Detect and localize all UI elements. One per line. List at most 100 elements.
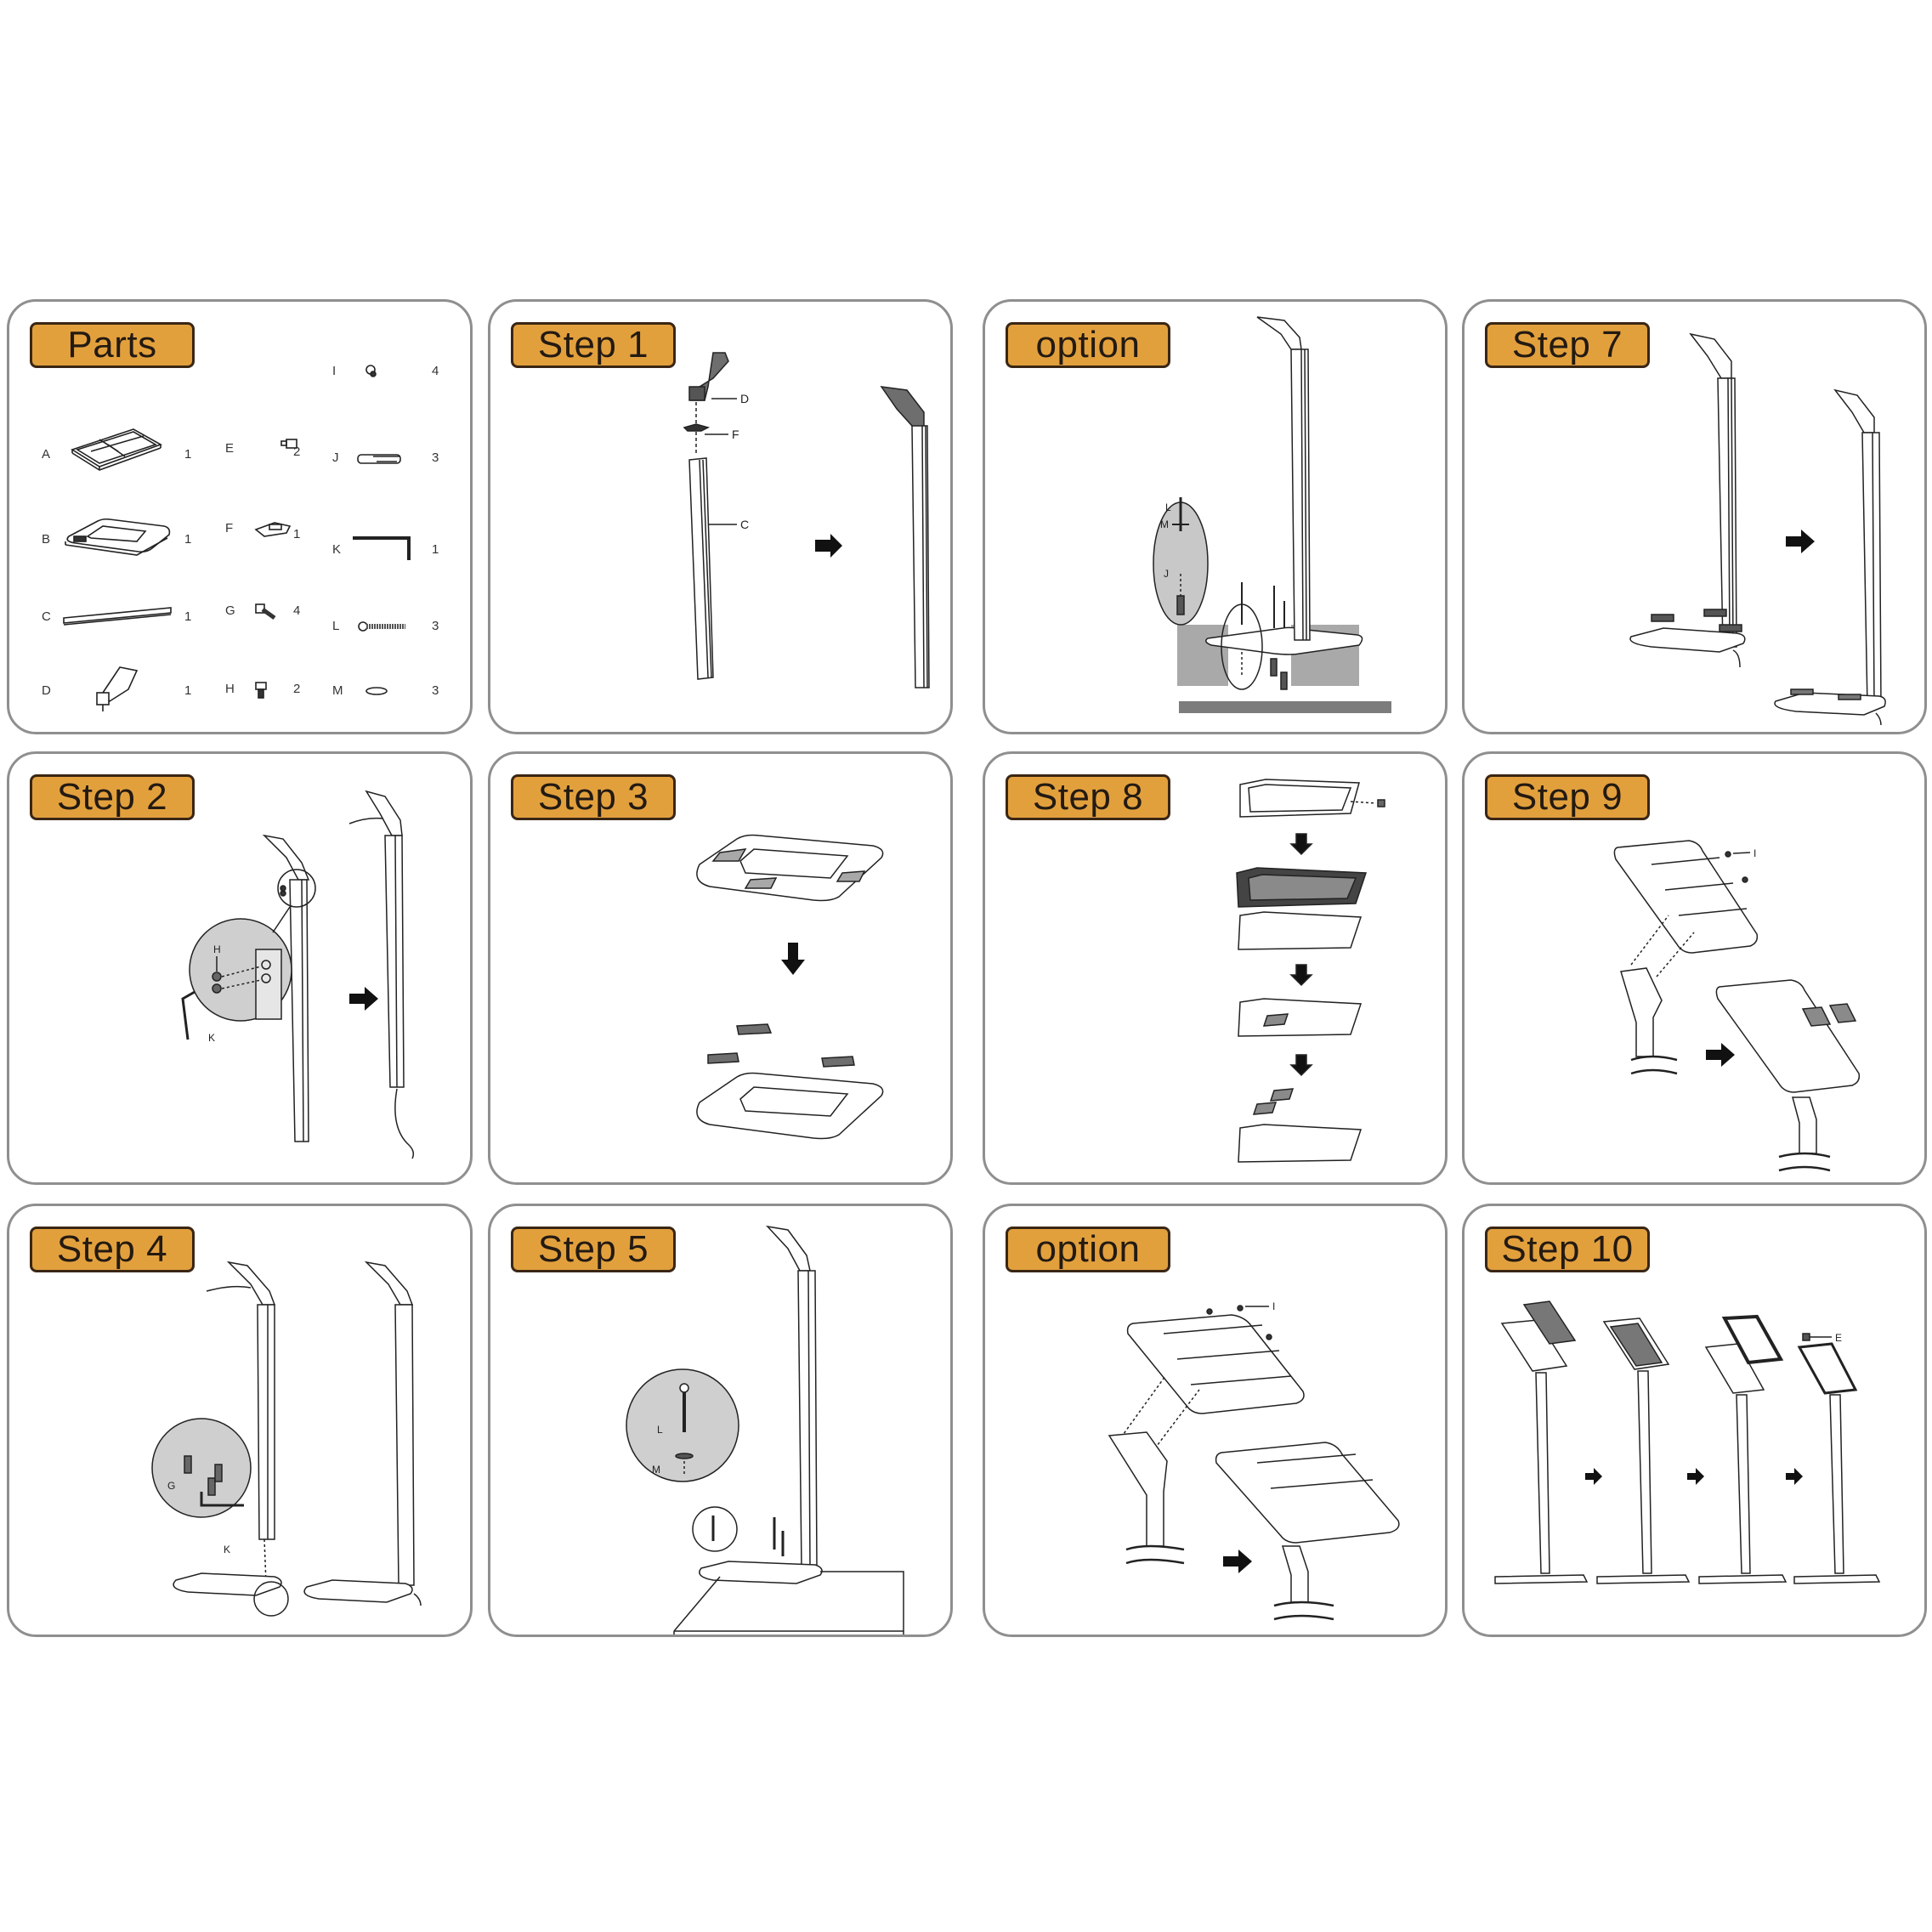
part-qty-e: 2: [293, 445, 301, 459]
part-qty-k: 1: [432, 542, 439, 557]
step-7-illustration: [1629, 332, 1886, 726]
panel-step-4: Step 4 G K: [7, 1204, 473, 1637]
part-d-bracket-icon: [96, 666, 139, 711]
part-e-lock-icon: [280, 439, 297, 449]
panel-label-step-4: Step 4: [30, 1227, 195, 1272]
part-letter-g: G: [225, 603, 235, 618]
panel-step-3: Step 3: [488, 751, 953, 1185]
part-letter-k: K: [332, 542, 342, 557]
part-qty-d: 1: [184, 683, 192, 698]
part-b-base-icon: [65, 518, 171, 556]
panel-label-step-2: Step 2: [30, 774, 195, 820]
arrow-right-icon: [349, 987, 378, 1011]
part-letter-l: L: [332, 619, 340, 633]
callout-d: D: [740, 392, 749, 405]
panel-label-step-9: Step 9: [1485, 774, 1650, 820]
part-qty-a: 1: [184, 447, 192, 462]
callout-i: I: [1272, 1300, 1275, 1312]
part-qty-f: 1: [293, 527, 301, 541]
part-letter-h: H: [225, 682, 235, 696]
callout-h: H: [213, 943, 221, 955]
panel-label-option-1: option: [1006, 322, 1170, 368]
part-qty-i: 4: [432, 364, 439, 378]
part-letter-b: B: [42, 532, 51, 547]
part-letter-j: J: [332, 450, 339, 465]
panel-label-step-8: Step 8: [1006, 774, 1170, 820]
part-qty-m: 3: [432, 683, 439, 698]
panel-label-step-3: Step 3: [511, 774, 676, 820]
part-letter-f: F: [225, 521, 234, 535]
floor-slab: [1179, 701, 1391, 713]
arrow-right-icon: [1786, 530, 1815, 553]
option-1-illustration: L M J: [1153, 316, 1391, 713]
step-3-illustration: [696, 834, 884, 1140]
part-c-pole-icon: [63, 607, 172, 626]
panel-label-step-5: Step 5: [511, 1227, 676, 1272]
option-2-illustration: I: [1108, 1300, 1400, 1621]
part-qty-c: 1: [184, 609, 192, 624]
part-i-screw-icon: [365, 365, 377, 377]
callout-e: E: [1835, 1332, 1842, 1344]
panel-step-7: Step 7: [1462, 299, 1927, 734]
callout-j: J: [1164, 568, 1169, 580]
arrow-right-icon: [1687, 1468, 1704, 1485]
panel-step-8: Step 8: [983, 751, 1448, 1185]
step-5-illustration: L M: [626, 1225, 904, 1635]
callout-m: M: [652, 1464, 660, 1476]
callout-l: L: [1165, 501, 1171, 513]
part-letter-m: M: [332, 683, 343, 698]
part-letter-e: E: [225, 441, 235, 456]
part-j-anchor-icon: [357, 454, 401, 464]
callout-k: K: [224, 1544, 230, 1555]
floor-block-left: [1177, 625, 1228, 686]
panel-step-2: Step 2: [7, 751, 473, 1185]
callout-i: I: [1754, 847, 1756, 859]
panel-label-option-2: option: [1006, 1227, 1170, 1272]
callout-l: L: [657, 1424, 663, 1436]
callout-k: K: [208, 1032, 215, 1044]
panel-label-step-10: Step 10: [1485, 1227, 1650, 1272]
panel-step-9: Step 9 I: [1462, 751, 1927, 1185]
part-letter-a: A: [42, 447, 51, 462]
parts-illustrations: [63, 365, 411, 711]
step-1-illustration: D F C: [683, 352, 930, 688]
step-10-illustration: E: [1494, 1300, 1881, 1584]
panel-label-step-1: Step 1: [511, 322, 676, 368]
part-l-screw-icon: [358, 621, 405, 632]
part-qty-j: 3: [432, 450, 439, 465]
part-letter-c: C: [42, 609, 51, 624]
arrow-right-icon: [815, 534, 842, 558]
callout-c: C: [740, 518, 749, 531]
arrow-down-icon: [781, 943, 805, 975]
panel-parts: Parts A B C D 1 1 1 1 E F G H 2 1 4 2 I …: [7, 299, 473, 734]
arrow-right-icon: [1786, 1468, 1803, 1485]
step-2-illustration: H K: [181, 790, 415, 1159]
part-letter-i: I: [332, 364, 337, 378]
part-letter-d: D: [42, 683, 51, 698]
panel-step-1: Step 1: [488, 299, 953, 734]
step-8-illustration: [1236, 779, 1385, 1163]
part-qty-h: 2: [293, 682, 301, 696]
panel-option-2: option I: [983, 1204, 1448, 1637]
panel-option-1: option: [983, 299, 1448, 734]
part-a-enclosure-icon: [71, 428, 162, 471]
arrow-right-icon: [1223, 1550, 1252, 1573]
enclosure-front-1: [1239, 779, 1360, 818]
callout-f: F: [732, 428, 739, 441]
panel-label-parts: Parts: [30, 322, 195, 368]
panel-step-5: Step 5 L M: [488, 1204, 953, 1637]
part-g-bolt-icon: [255, 603, 276, 620]
part-qty-l: 3: [432, 619, 439, 633]
callout-g: G: [167, 1480, 175, 1492]
part-k-allen-key-icon: [353, 536, 411, 560]
part-m-washer-icon: [365, 687, 388, 695]
step-9-illustration: I: [1613, 840, 1861, 1172]
part-h-bolt-icon: [255, 682, 267, 699]
arrow-right-icon: [1706, 1043, 1735, 1067]
part-f-plate-icon: [254, 522, 292, 537]
callout-m: M: [1160, 518, 1169, 530]
arrow-right-icon: [1585, 1468, 1602, 1485]
part-qty-g: 4: [293, 603, 301, 618]
panel-step-10: Step 10: [1462, 1204, 1927, 1637]
